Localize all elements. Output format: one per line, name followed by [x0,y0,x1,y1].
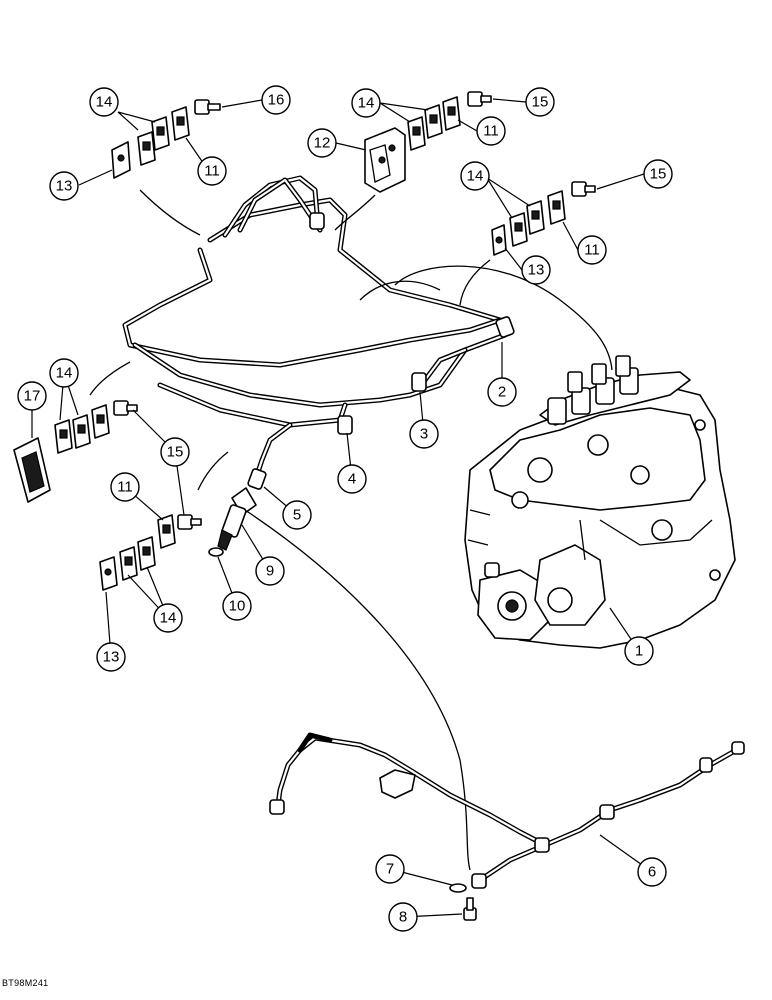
injector-washer [208,547,224,557]
svg-text:13: 13 [528,262,545,279]
svg-text:14: 14 [56,365,73,382]
callout-12: 12 [307,128,337,158]
svg-text:17: 17 [24,388,41,405]
svg-text:3: 3 [420,426,428,443]
svg-text:5: 5 [293,507,301,524]
svg-text:11: 11 [584,242,600,259]
svg-text:4: 4 [348,471,356,488]
pump-connection-leaders [244,265,613,871]
callout-14: 14 [153,603,183,633]
callout-15: 15 [643,159,673,189]
svg-text:14: 14 [467,168,484,185]
callout-14: 14 [49,358,79,388]
capscrew-15-right [571,181,596,197]
svg-text:6: 6 [648,864,656,881]
callout-2: 2 [487,377,517,407]
callout-4: 4 [337,464,367,494]
callout-7: 7 [375,854,405,884]
callout-6: 6 [637,857,667,887]
svg-text:11: 11 [117,479,133,496]
callout-11: 11 [476,116,506,146]
svg-text:15: 15 [532,94,549,111]
injection-pump [464,355,736,649]
callout-16: 16 [261,85,291,115]
callout-13: 13 [521,255,551,285]
mounting-bracket-12 [334,127,406,231]
figure-code: BT98M241 [2,978,49,988]
leak-off-line [269,732,745,889]
callout-11: 11 [577,235,607,265]
callout-15: 15 [525,87,555,117]
capscrew-15-lower [177,514,202,530]
callout-8: 8 [388,902,418,932]
svg-text:13: 13 [56,178,73,195]
callout-11: 11 [197,156,227,186]
svg-text:16: 16 [268,92,285,109]
callouts: 14 16 11 13 12 14 15 11 14 15 11 13 2 3 … [17,85,673,932]
svg-text:9: 9 [266,563,274,580]
callout-10: 10 [222,591,252,621]
callout-11: 11 [110,472,140,502]
callout-14: 14 [460,161,490,191]
callout-17: 17 [17,381,47,411]
svg-text:13: 13 [103,649,120,666]
injector-line-bundle [122,175,515,490]
callout-13: 13 [96,642,126,672]
svg-text:12: 12 [314,135,331,152]
callout-14: 14 [351,88,381,118]
callout-9: 9 [255,556,285,586]
callout-3: 3 [409,419,439,449]
svg-text:10: 10 [229,598,246,615]
banjo-bolt [463,897,477,921]
svg-text:11: 11 [204,163,220,180]
clamp-group-top-right [407,91,492,151]
clamp-group-right [459,181,596,306]
capscrew-15-left [113,400,138,416]
capscrew-16 [194,99,221,115]
callout-13: 13 [49,171,79,201]
svg-text:14: 14 [96,94,113,111]
svg-text:2: 2 [498,384,506,401]
callout-15: 15 [160,437,190,467]
svg-text:1: 1 [635,643,643,660]
svg-text:8: 8 [399,909,407,926]
svg-text:15: 15 [167,444,184,461]
clamp-group-left-middle [13,361,138,503]
svg-text:14: 14 [358,95,375,112]
callout-1: 1 [624,636,654,666]
svg-text:7: 7 [386,861,394,878]
svg-text:14: 14 [160,610,177,627]
svg-text:15: 15 [650,166,667,183]
fuel-injector [217,487,257,551]
clamp-group-lower-left [99,451,229,591]
clamp-group-top-left [111,99,221,236]
svg-text:11: 11 [483,123,499,140]
callout-14: 14 [89,87,119,117]
capscrew-15-top [467,91,492,107]
callout-5: 5 [282,500,312,530]
banjo-washer [449,883,467,893]
